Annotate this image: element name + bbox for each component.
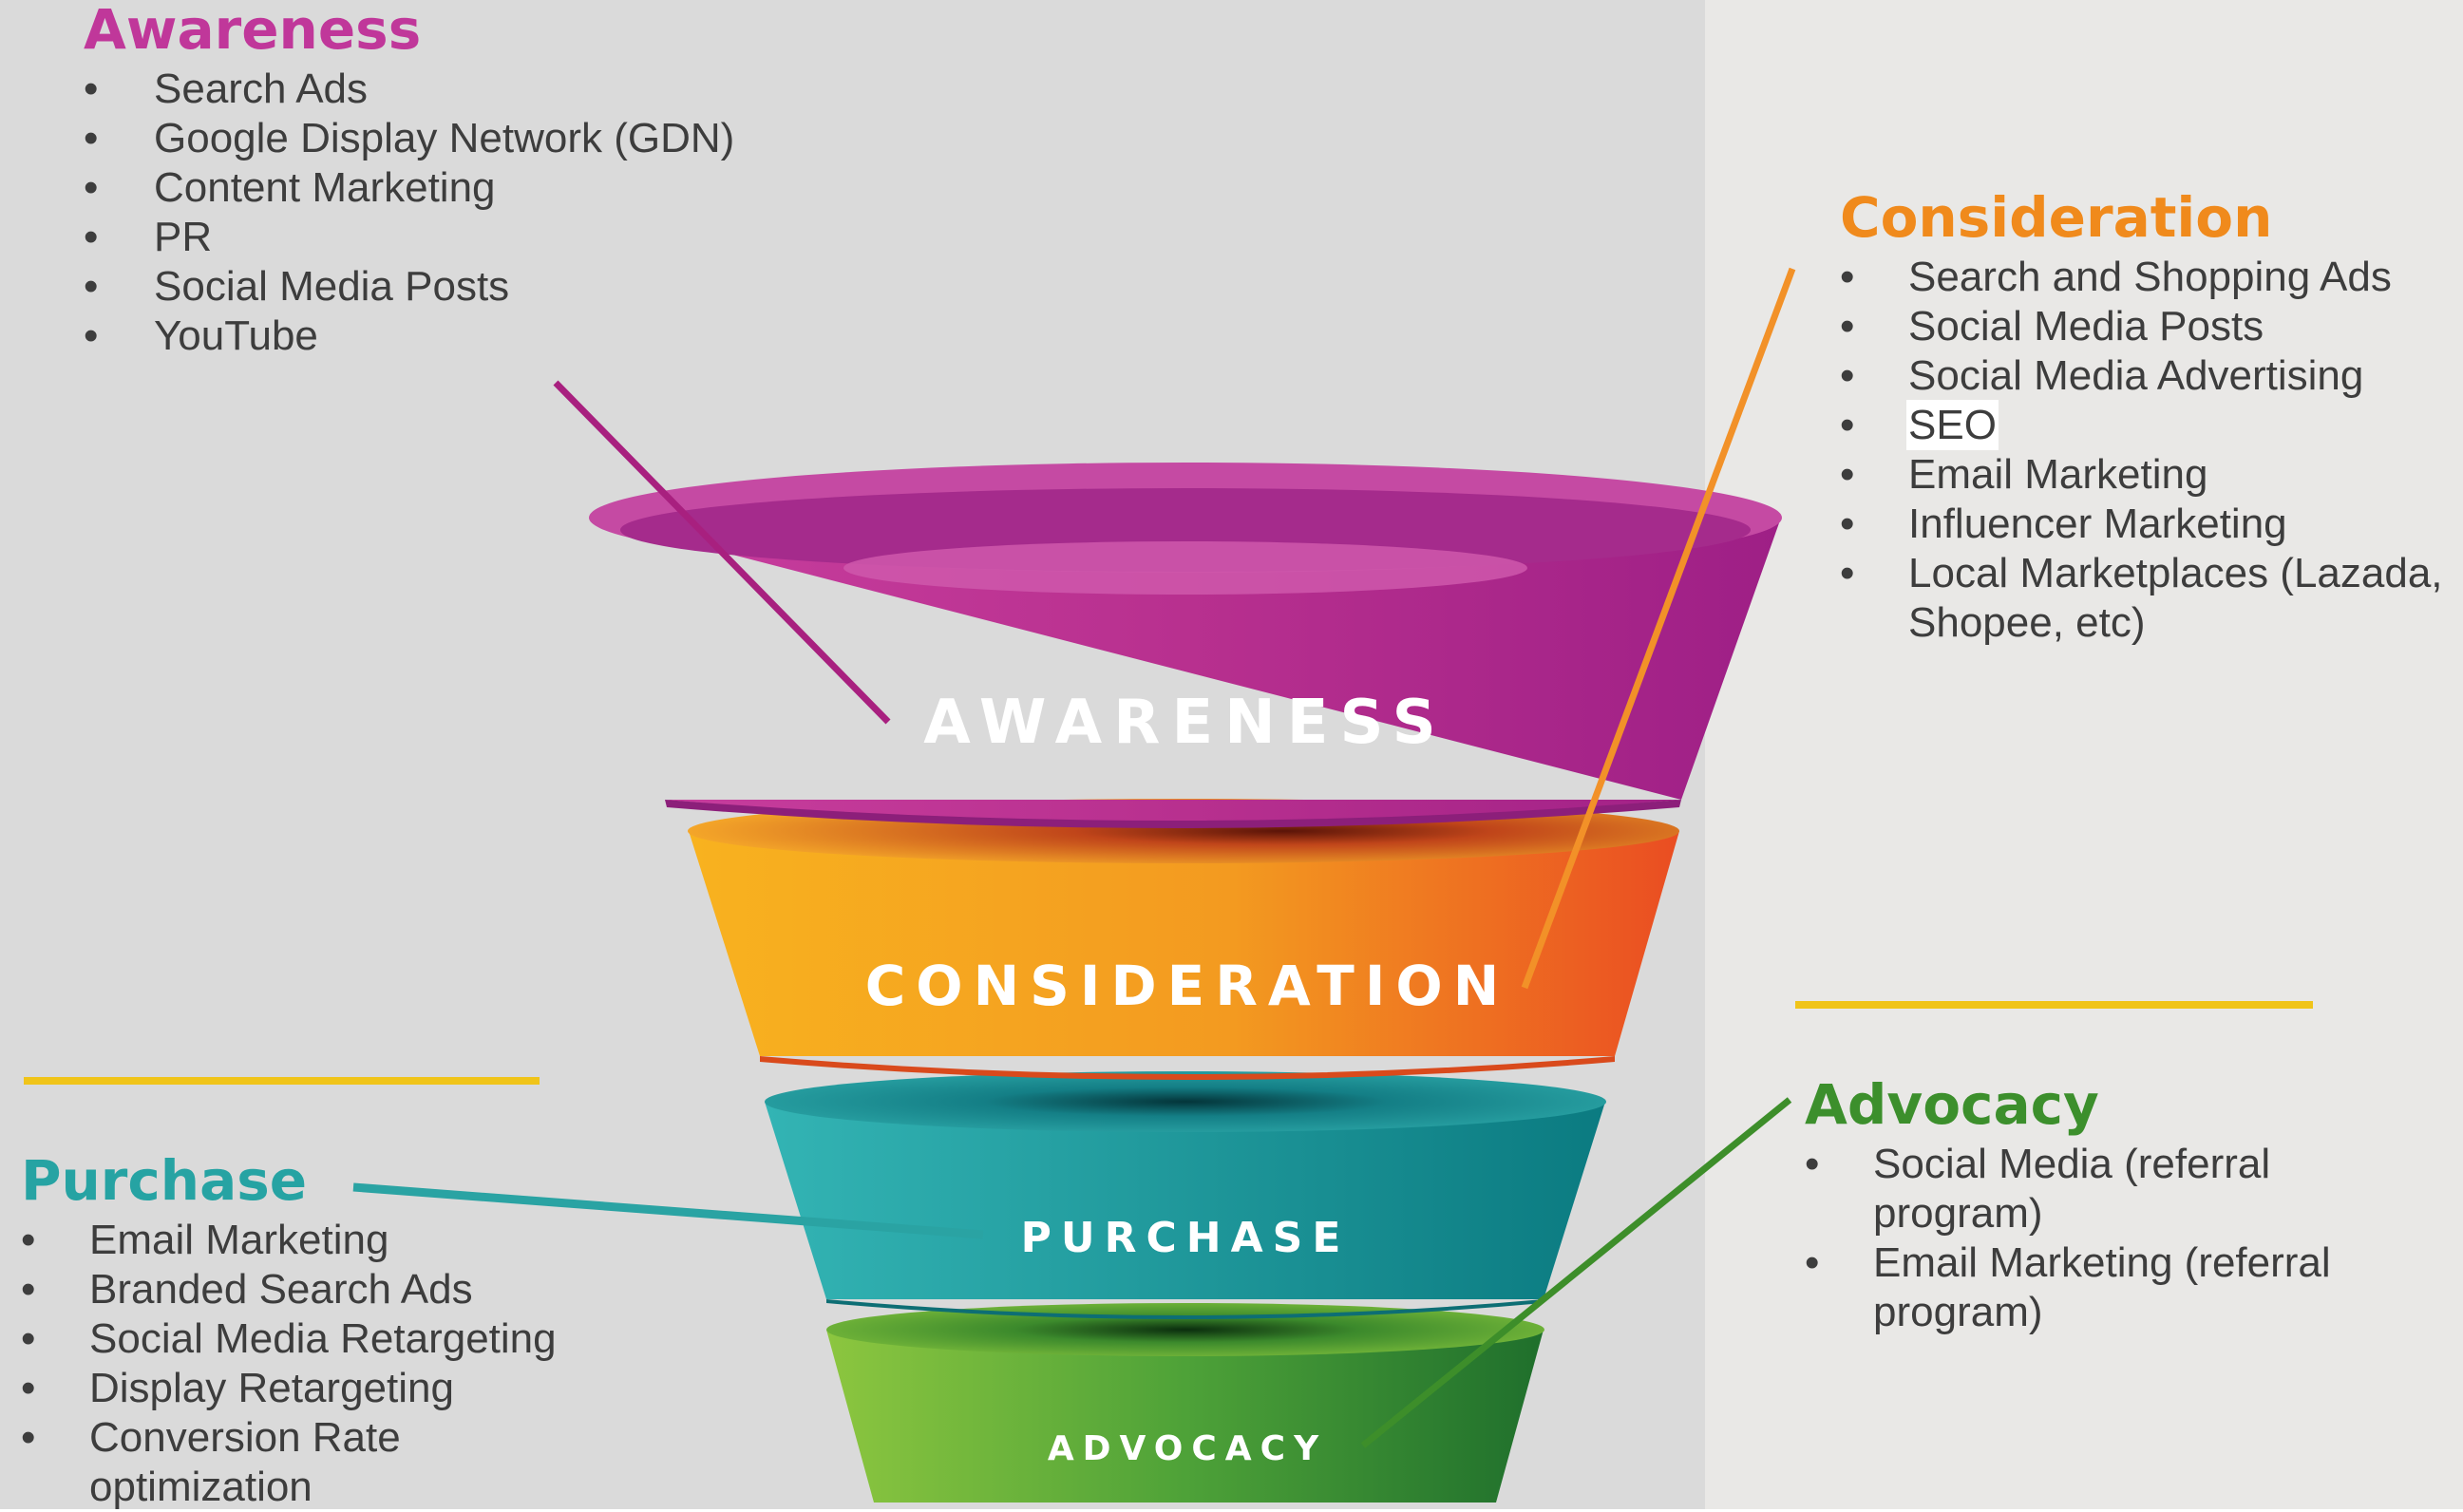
funnel-purchase-layer — [765, 1071, 1606, 1319]
consideration-connector-line — [1521, 267, 1796, 990]
list-item: PR — [84, 213, 805, 262]
advocacy-section: Advocacy Social Media (referral program)… — [1805, 1075, 2413, 1337]
purchase-heading: Purchase — [21, 1148, 308, 1213]
list-item: Email Marketing — [21, 1216, 610, 1265]
funnel-label-awareness: AWARENESS — [923, 688, 1448, 758]
funnel-awareness-layer — [589, 463, 1782, 828]
funnel-advocacy-layer — [826, 1303, 1544, 1503]
list-item: Display Retargeting — [21, 1364, 610, 1413]
awareness-section: Awareness Search Ads Google Display Netw… — [84, 0, 805, 361]
advocacy-connector-line — [1360, 1097, 1792, 1448]
advocacy-list: Social Media (referral program) Email Ma… — [1805, 1140, 2413, 1337]
seo-highlight: SEO — [1906, 400, 1999, 450]
list-item: Content Marketing — [84, 163, 805, 213]
list-item: Local Marketplaces (Lazada, Shopee, etc) — [1840, 549, 2457, 648]
list-item: Search and Shopping Ads — [1840, 253, 2457, 302]
consideration-list: Search and Shopping Ads Social Media Pos… — [1840, 253, 2457, 648]
list-item: Email Marketing — [1840, 450, 2457, 500]
consideration-heading: Consideration — [1840, 185, 2273, 250]
funnel-label-purchase: PURCHASE — [1021, 1214, 1351, 1262]
purchase-list: Email Marketing Branded Search Ads Socia… — [21, 1216, 610, 1512]
list-item: Influencer Marketing — [1840, 500, 2457, 549]
funnel-label-advocacy: ADVOCACY — [1048, 1429, 1327, 1468]
list-item: Social Media Retargeting — [21, 1314, 610, 1364]
awareness-connector-line — [553, 380, 891, 725]
list-item: Email Marketing (referral program) — [1805, 1238, 2413, 1337]
awareness-list: Search Ads Google Display Network (GDN) … — [84, 65, 805, 361]
list-item: Search Ads — [84, 65, 805, 114]
purchase-section: Purchase Email Marketing Branded Search … — [21, 1151, 610, 1512]
advocacy-heading: Advocacy — [1805, 1072, 2099, 1137]
list-item: Social Media Posts — [1840, 302, 2457, 351]
funnel-consideration-layer — [688, 799, 1679, 1080]
awareness-heading: Awareness — [84, 0, 422, 62]
list-item: YouTube — [84, 312, 805, 361]
funnel-label-consideration: CONSIDERATION — [865, 954, 1510, 1018]
list-item: Social Media Advertising — [1840, 351, 2457, 401]
purchase-connector-line — [352, 1182, 984, 1239]
list-item: Social Media Posts — [84, 262, 805, 312]
list-item: Google Display Network (GDN) — [84, 114, 805, 163]
consideration-section: Consideration Search and Shopping Ads So… — [1840, 188, 2457, 648]
list-item: Conversion Rate optimization — [21, 1413, 610, 1512]
list-item: SEO — [1840, 400, 2457, 450]
list-item: Branded Search Ads — [21, 1265, 610, 1314]
list-item: Social Media (referral program) — [1805, 1140, 2413, 1238]
